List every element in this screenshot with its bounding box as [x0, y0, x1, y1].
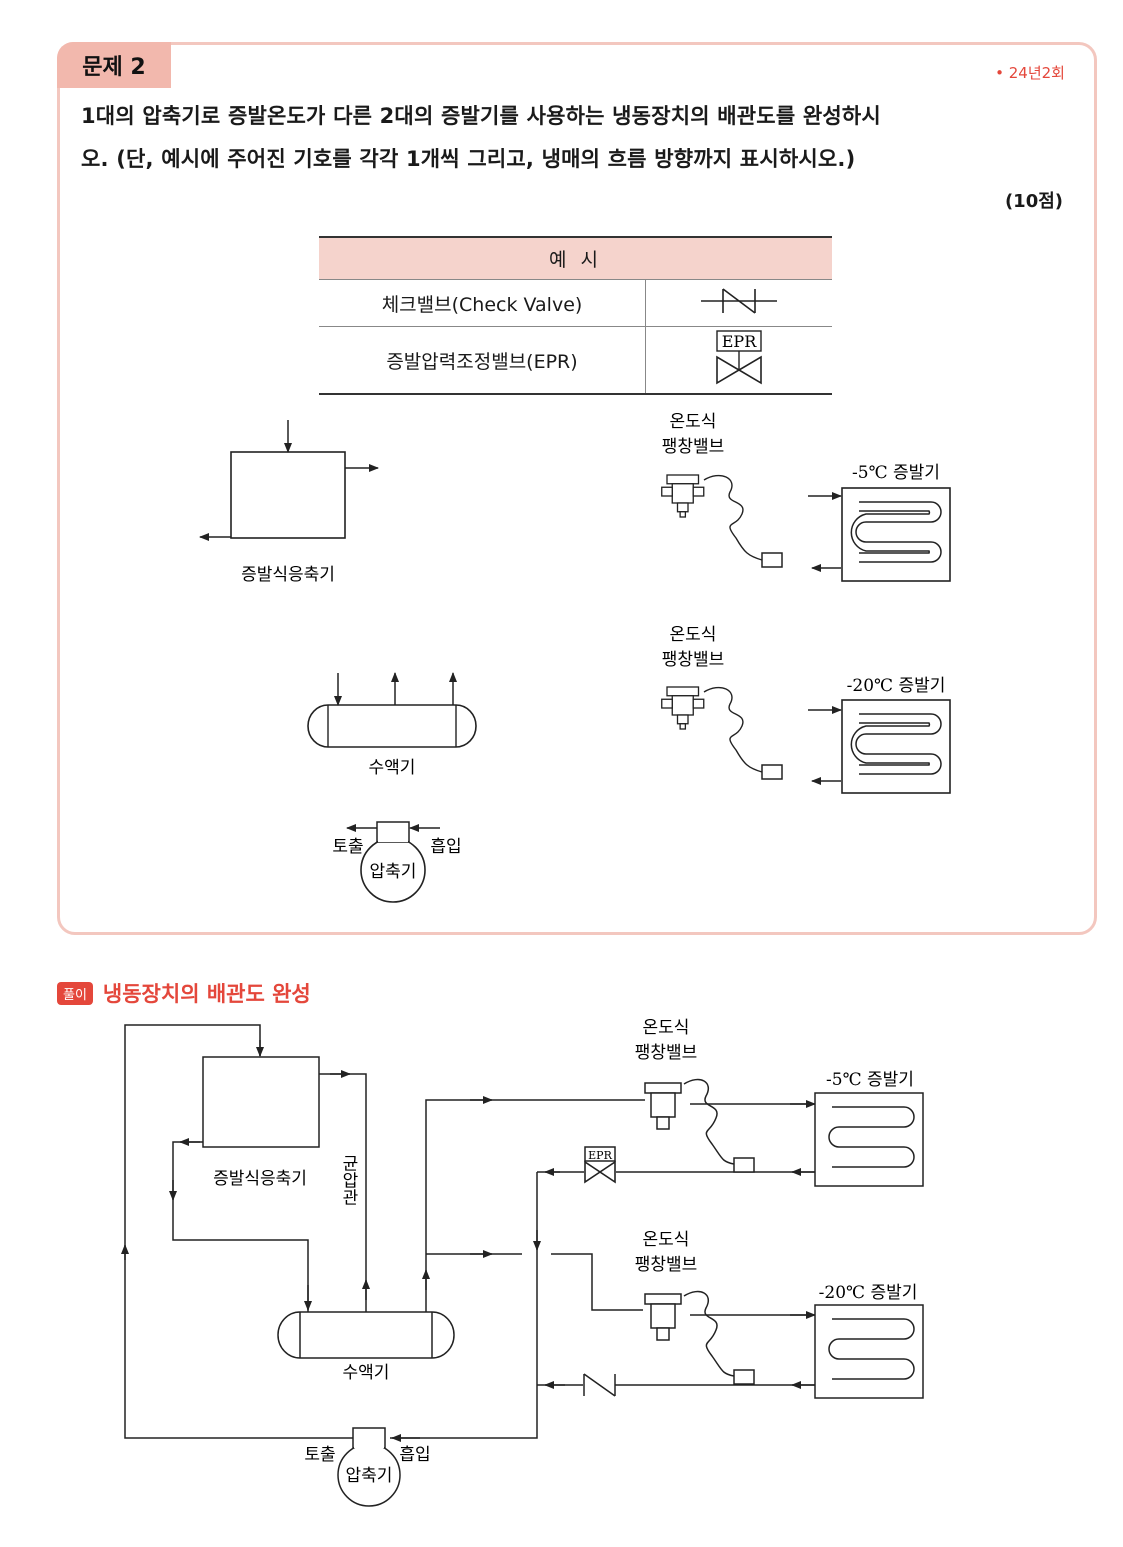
compressor: 토출 흡입 압축기 [332, 821, 462, 903]
question-line-2: 오. (단, 예시에 주어진 기호를 각각 1개씩 그리고, 냉매의 흐름 방향… [81, 147, 856, 171]
solution-badge: 풀이 [57, 981, 93, 1005]
svg-text:팽창밸브: 팽창밸브 [662, 650, 725, 670]
receiver-label: 수액기 [369, 758, 416, 778]
svg-text:수액기: 수액기 [343, 1363, 390, 1383]
epr-symbol: EPR [645, 326, 832, 395]
legend-name: 체크밸브(Check Valve) [319, 279, 646, 327]
svg-text:토출: 토출 [332, 837, 363, 857]
check-valve-icon [701, 287, 777, 314]
evaporator-lower: -20℃ 증발기 [808, 676, 951, 794]
question-line-1: 1대의 압축기로 증발온도가 다른 2대의 증발기를 사용하는 냉동장치의 배관… [81, 104, 881, 128]
epr-valve-icon: EPR [716, 329, 762, 384]
receiver: 수액기 [307, 672, 477, 778]
svg-text:온도식: 온도식 [643, 1018, 690, 1038]
svg-text:EPR: EPR [722, 332, 757, 351]
legend-header: 예 시 [319, 236, 832, 280]
legend-row: 증발압력조정밸브(EPR) EPR [319, 326, 832, 395]
svg-text:EPR: EPR [588, 1149, 612, 1162]
solution-header: 풀이 냉동장치의 배관도 완성 [57, 978, 311, 1008]
legend-table: 예 시 체크밸브(Check Valve) 증발압력조정밸브(EPR) EPR [319, 236, 832, 395]
svg-text:-5℃ 증발기: -5℃ 증발기 [852, 463, 940, 483]
svg-text:압축기: 압축기 [346, 1466, 393, 1486]
legend-name: 증발압력조정밸브(EPR) [319, 326, 646, 395]
svg-text:팽창밸브: 팽창밸브 [635, 1043, 698, 1063]
svg-text:온도식: 온도식 [670, 412, 717, 432]
evaporator-upper: -5℃ 증발기 [808, 463, 951, 582]
svg-text:토출: 토출 [304, 1445, 335, 1465]
svg-text:흡입: 흡입 [430, 837, 461, 857]
problem-tag: 문제 2 [57, 42, 171, 88]
txv-upper: 온도식 팽창밸브 [661, 412, 783, 568]
svg-text:증발식응축기: 증발식응축기 [213, 1169, 307, 1189]
solution-title: 냉동장치의 배관도 완성 [102, 982, 311, 1006]
svg-text:흡입: 흡입 [399, 1445, 430, 1465]
svg-text:팽창밸브: 팽창밸브 [662, 437, 725, 457]
svg-text:압축기: 압축기 [370, 862, 417, 882]
svg-text:온도식: 온도식 [643, 1230, 690, 1250]
equalizer-label: 균압관 [338, 1155, 358, 1206]
check-valve-symbol [645, 279, 832, 327]
year-tag: • 24년2회 [995, 64, 1065, 82]
svg-text:-20℃ 증발기: -20℃ 증발기 [819, 1283, 918, 1303]
evap-condenser-label: 증발식응축기 [241, 565, 335, 585]
svg-text:팽창밸브: 팽창밸브 [635, 1255, 698, 1275]
svg-text:-20℃ 증발기: -20℃ 증발기 [847, 676, 946, 696]
evap-condenser: 증발식응축기 [199, 420, 379, 585]
legend-row: 체크밸브(Check Valve) [319, 279, 832, 327]
svg-text:온도식: 온도식 [670, 625, 717, 645]
question-text: 1대의 압축기로 증발온도가 다른 2대의 증발기를 사용하는 냉동장치의 배관… [81, 95, 1071, 181]
points: (10점) [1004, 191, 1063, 212]
svg-text:-5℃ 증발기: -5℃ 증발기 [826, 1070, 914, 1090]
txv-lower: 온도식 팽창밸브 [661, 625, 783, 780]
